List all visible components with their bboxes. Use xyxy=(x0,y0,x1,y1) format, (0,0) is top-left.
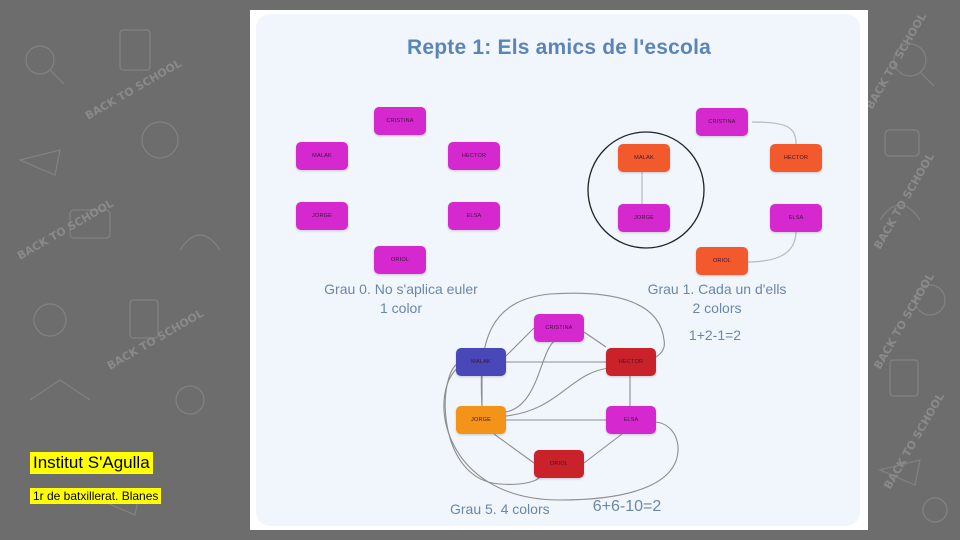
slide-title: Repte 1: Els amics de l'escola xyxy=(407,36,711,59)
grau0-caption-line2: 1 color xyxy=(379,300,423,316)
svg-text:BACK TO SCHOOL: BACK TO SCHOOL xyxy=(863,11,929,112)
edge-malak-cristina xyxy=(505,327,535,357)
content-panel xyxy=(256,14,860,526)
svg-text:BACK TO SCHOOL: BACK TO SCHOOL xyxy=(15,197,116,263)
grau0-caption: Grau 0. No s'aplica euler 1 color xyxy=(296,280,506,318)
slide: Repte 1: Els amics de l'escola CRIST xyxy=(250,10,868,530)
grau5-node-malak: MALAK xyxy=(456,348,506,376)
grau0-node-malak: MALAK xyxy=(296,142,348,170)
grau1-node-cristina: CRISTINA xyxy=(696,108,748,136)
grau0-node-oriol: ORIOL xyxy=(374,246,426,274)
grau1-node-elsa: ELSA xyxy=(770,204,822,232)
svg-text:BACK TO SCHOOL: BACK TO SCHOOL xyxy=(881,391,947,492)
edge-jorge-oriol xyxy=(493,433,535,464)
edge-elsa-oriol xyxy=(744,230,797,263)
edge-cristina-hector xyxy=(583,331,607,348)
grau1-caption-line1: Grau 1. Cada un d'ells xyxy=(647,281,787,297)
grau5-node-elsa: ELSA xyxy=(606,406,656,434)
grau1-caption: Grau 1. Cada un d'ells 2 colors xyxy=(632,280,802,318)
edge-jorge-outer xyxy=(480,292,665,407)
grau0-node-jorge: JORGE xyxy=(296,202,348,230)
graph-edges xyxy=(443,121,797,501)
edge-jorge-cristina xyxy=(505,339,557,413)
grau1-caption-line2: 2 colors xyxy=(692,300,742,316)
svg-text:BACK TO SCHOOL: BACK TO SCHOOL xyxy=(871,271,937,372)
school-badge: Institut S'Agulla xyxy=(30,452,153,474)
grau5-node-cristina: CRISTINA xyxy=(534,314,584,342)
grau5-edges xyxy=(443,292,679,501)
svg-text:BACK TO SCHOOL: BACK TO SCHOOL xyxy=(83,57,184,123)
grau5-formula: 6+6-10=2 xyxy=(592,498,662,515)
grau1-node-malak: MALAK xyxy=(618,144,670,172)
grau1-node-hector: HECTOR xyxy=(770,144,822,172)
grau5-node-hector: HECTOR xyxy=(606,348,656,376)
grau0-node-elsa: ELSA xyxy=(448,202,500,230)
edge-cristina-hector xyxy=(751,121,797,145)
grau0-caption-line1: Grau 0. No s'aplica euler xyxy=(324,281,478,297)
svg-text:BACK TO SCHOOL: BACK TO SCHOOL xyxy=(105,307,206,373)
svg-text:BACK TO SCHOOL: BACK TO SCHOOL xyxy=(871,151,937,252)
grau5-caption: Grau 5. 4 colors xyxy=(450,501,550,517)
grau1-formula: 1+2-1=2 xyxy=(688,327,742,343)
grau1-node-jorge: JORGE xyxy=(618,204,670,232)
grau5-node-oriol: ORIOL xyxy=(534,450,584,478)
course-badge: 1r de batxillerat. Blanes xyxy=(30,488,162,504)
grau5-node-jorge: JORGE xyxy=(456,406,506,434)
edge-jorge-hector xyxy=(505,367,611,417)
grau1-node-oriol: ORIOL xyxy=(696,247,748,275)
grau1-edges xyxy=(641,121,797,263)
edge-malak-elsa xyxy=(443,365,679,501)
grau0-node-cristina: CRISTINA xyxy=(374,107,426,135)
grau1-highlight-circle xyxy=(587,131,705,249)
grau0-node-hector: HECTOR xyxy=(448,142,500,170)
edge-oriol-elsa xyxy=(583,433,623,464)
